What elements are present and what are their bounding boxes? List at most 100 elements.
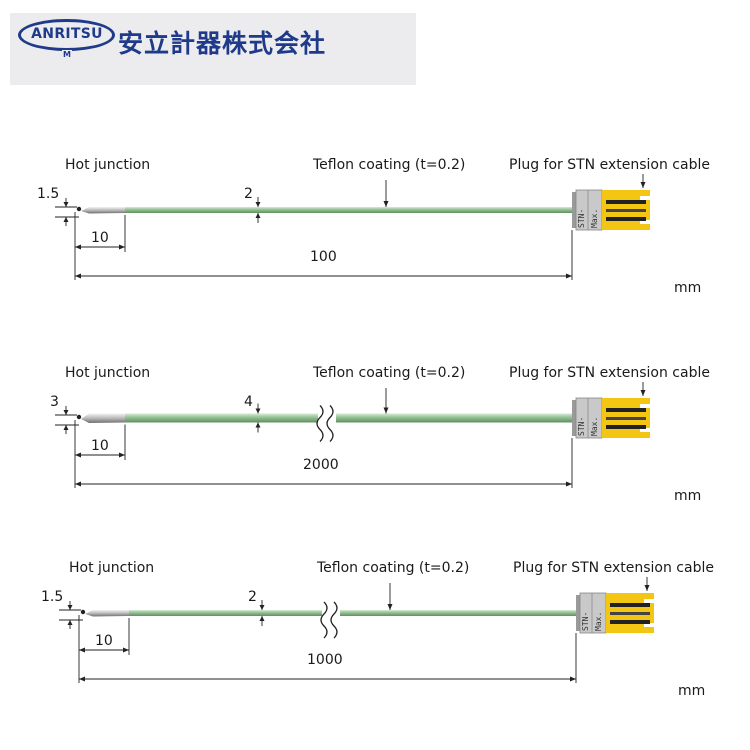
teflon-coating-label: Teflon coating (t=0.2) (313, 365, 466, 381)
sheath-dia-head-bottom (255, 422, 261, 428)
probe-tip (81, 413, 125, 423)
arrow-tip-l (79, 647, 85, 653)
coating-arrow (383, 201, 389, 207)
plug-pin-3 (606, 217, 646, 221)
probe-diagram-2: STN- Max. (55, 382, 650, 488)
plug-notch-top (644, 599, 654, 603)
sheath-dia-head-bottom (259, 616, 265, 621)
teflon-sheath (125, 413, 572, 423)
plug-label: Plug for STN extension cable (513, 560, 714, 576)
plug-frame (575, 189, 603, 231)
plug-frame (579, 592, 607, 634)
total-length-value: 1000 (307, 652, 343, 668)
tip-length-value: 10 (95, 633, 113, 649)
plug-pin-1 (610, 603, 650, 607)
plug-flange (572, 400, 576, 436)
logo-m: M (62, 50, 72, 59)
tip-diameter-value: 1.5 (37, 186, 60, 202)
break-mark-right (330, 601, 338, 639)
teflon-sheath (129, 610, 576, 616)
arrow-tip-l (75, 244, 81, 250)
plug-arrow (644, 585, 650, 591)
tip-dia-head-top (63, 202, 69, 207)
break-mark-right (326, 405, 334, 442)
plug-pin-2 (606, 417, 646, 420)
anritsu-logo (18, 19, 115, 51)
tip-dia-head-top (63, 410, 69, 415)
tip-diameter-value: 1.5 (41, 589, 64, 605)
sheath-dia-head-top (255, 408, 261, 414)
teflon-coating-label: Teflon coating (t=0.2) (313, 157, 466, 173)
break-mark-left (316, 405, 324, 442)
sheath-dia-head-top (255, 202, 261, 207)
plug-label: Plug for STN extension cable (509, 157, 710, 173)
plug-pin-3 (610, 620, 650, 624)
sheath-dia-head-top (259, 605, 265, 610)
arrow-tip-r (119, 452, 125, 458)
plug-face-text: STN- (577, 417, 586, 436)
plug-flange (576, 595, 580, 631)
tip-diameter-value: 3 (50, 394, 59, 410)
probe-tip (81, 207, 125, 214)
plug-flange (572, 192, 576, 228)
plug-pin-1 (606, 408, 646, 412)
unit-label: mm (674, 488, 702, 504)
unit-label: mm (678, 683, 706, 699)
hot-junction-label: Hot junction (65, 157, 151, 173)
plug-pin-3 (606, 425, 646, 429)
plug-max-text: Max. (590, 209, 599, 228)
plug-max-text: Max. (594, 612, 603, 631)
tip-length-value: 10 (91, 230, 109, 246)
arrow-total-r (570, 676, 576, 682)
teflon-coating-label: Teflon coating (t=0.2) (317, 560, 470, 576)
plug-label: Plug for STN extension cable (509, 365, 710, 381)
plug-notch-bottom (640, 220, 650, 224)
arrow-total-r (566, 273, 572, 279)
hot-junction-dot (76, 414, 82, 420)
plug-pin-2 (610, 612, 650, 615)
plug-arrow (640, 390, 646, 396)
tip-dia-head-bottom (63, 425, 69, 430)
hot-junction-dot (80, 609, 86, 615)
plug-max-text: Max. (590, 417, 599, 436)
coating-arrow (383, 407, 389, 414)
tip-dia-head-top (67, 605, 73, 610)
total-length-value: 2000 (303, 457, 339, 473)
total-length-value: 100 (310, 249, 337, 265)
arrow-tip-l (75, 452, 81, 458)
coating-arrow (387, 604, 393, 610)
logo-text: ANRITSU (31, 26, 103, 42)
tip-length-value: 10 (91, 438, 109, 454)
probe-diagram-3: STN- Max. (59, 577, 654, 683)
plug-notch-top (640, 404, 650, 408)
hot-junction-dot (76, 206, 82, 212)
hot-junction-label: Hot junction (65, 365, 151, 381)
company-name: 安立計器株式会社 (118, 29, 327, 58)
hot-junction-label: Hot junction (69, 560, 155, 576)
sheath-dia-head-bottom (255, 213, 261, 218)
arrow-total-l (79, 676, 85, 682)
sheath-diameter-value: 2 (248, 589, 257, 605)
plug-notch-bottom (644, 623, 654, 627)
unit-label: mm (674, 280, 702, 296)
arrow-tip-r (123, 647, 129, 653)
probe-diagram-1: STN- Max. (55, 174, 650, 280)
plug-frame (575, 397, 603, 439)
plug-notch-top (640, 196, 650, 200)
break-mark-left (320, 601, 328, 639)
tip-dia-head-bottom (67, 620, 73, 625)
plug-arrow (640, 182, 646, 188)
arrow-tip-r (119, 244, 125, 250)
plug-face-text: STN- (577, 209, 586, 228)
sheath-diameter-value: 2 (244, 186, 253, 202)
teflon-sheath (125, 207, 572, 213)
probe-tip (85, 610, 129, 617)
plug-notch-bottom (640, 428, 650, 432)
plug-face-text: STN- (581, 612, 590, 631)
arrow-total-l (75, 273, 81, 279)
tip-dia-head-bottom (63, 217, 69, 222)
plug-pin-2 (606, 209, 646, 212)
arrow-total-l (75, 481, 81, 487)
sheath-diameter-value: 4 (244, 394, 253, 410)
plug-pin-1 (606, 200, 646, 204)
